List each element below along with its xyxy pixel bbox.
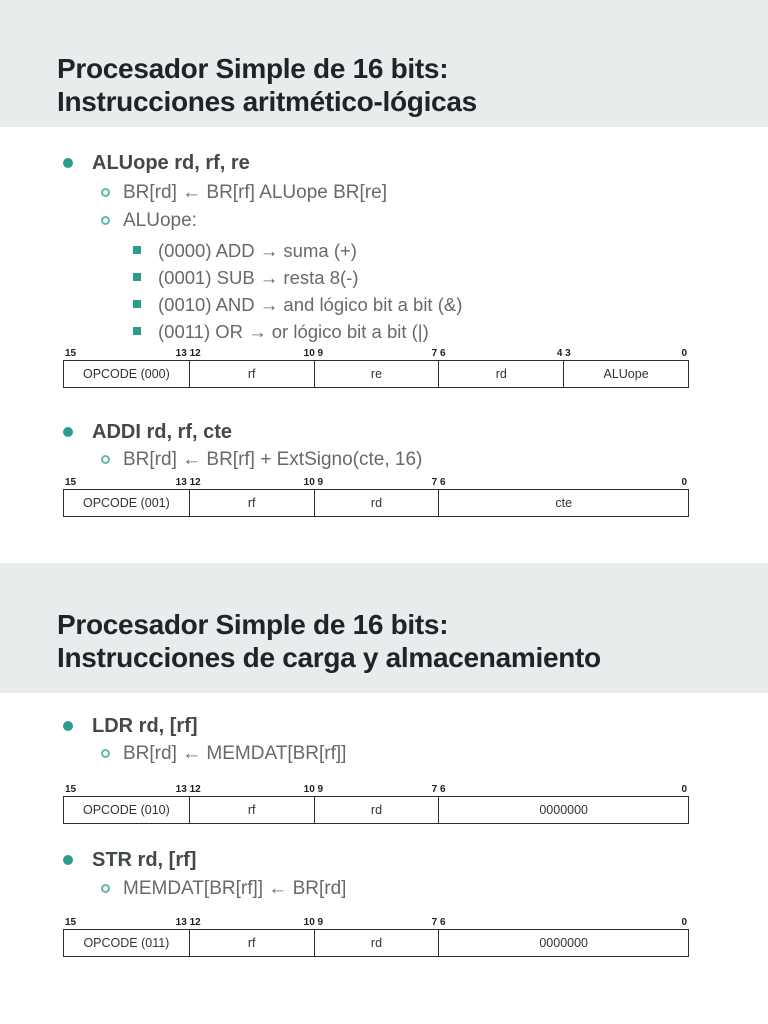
bit-label: 10 9 — [303, 784, 324, 795]
op-and: (0010) AND → and lógico bit a bit (&) — [158, 294, 463, 315]
bullet-circle-icon — [101, 188, 110, 197]
addi-heading: ADDI rd, rf, cte — [92, 421, 233, 443]
bitfield-cells-row: OPCODE (011) rf rd 0000000 — [63, 929, 689, 957]
bullet-circle-icon — [101, 884, 110, 893]
bit-label: 10 9 — [303, 477, 324, 488]
slide2-title-line1: Procesador Simple de 16 bits: — [57, 609, 449, 640]
ldr-heading: LDR rd, [rf] — [92, 715, 198, 737]
bit-label: 10 9 — [303, 348, 324, 359]
field-opcode: OPCODE (011) — [83, 936, 170, 950]
op-sub: (0001) SUB → resta 8(-) — [158, 267, 359, 288]
bit-label: 13 12 — [175, 917, 201, 928]
bullet-square-icon — [133, 246, 141, 254]
field-aluope: ALUope — [563, 361, 688, 387]
bullet-dot-icon — [63, 855, 73, 865]
bullet-str-semantics: MEMDAT[BR[rf]] ← BR[rd] — [101, 876, 768, 902]
field-rf: rf — [188, 797, 314, 823]
aluope-heading: ALUope rd, rf, re — [92, 152, 250, 174]
field-rf: rf — [188, 361, 314, 387]
bit-label: 13 12 — [175, 784, 201, 795]
bit-label: 0 — [681, 348, 687, 359]
field-rd: rd — [313, 930, 439, 956]
bit-labels-row: 15 13 12 10 9 7 6 0 — [63, 916, 689, 928]
slide2-title-line2: Instrucciones de carga y almacenamiento — [57, 642, 601, 673]
bullet-circle-icon — [101, 749, 110, 758]
bit-label: 7 6 — [431, 784, 446, 795]
bullet-aluope-semantics: BR[rd] ← BR[rf] ALUope BR[re] — [101, 180, 768, 206]
bullet-circle-icon — [101, 216, 110, 225]
aluope-semantics: BR[rd] ← BR[rf] ALUope BR[re] — [123, 182, 387, 203]
bullet-square-icon — [133, 327, 141, 335]
field-rf: rf — [188, 930, 314, 956]
bitfield-cells-row: OPCODE (000) rf re rd ALUope — [63, 360, 689, 388]
bullet-op-and: (0010) AND → and lógico bit a bit (&) — [133, 291, 768, 318]
slide-arithmetic-logic: Procesador Simple de 16 bits: Instruccio… — [0, 0, 768, 517]
bit-labels-row: 15 13 12 10 9 7 6 0 — [63, 476, 689, 488]
bullet-addi-semantics: BR[rd] ← BR[rf] + ExtSigno(cte, 16) — [101, 447, 768, 473]
op-or: (0011) OR → or lógico bit a bit (|) — [158, 321, 429, 342]
slide1-header-band: Procesador Simple de 16 bits: Instruccio… — [0, 0, 768, 127]
bullet-aluope-label: ALUope: — [101, 208, 768, 234]
bit-label: 13 12 — [175, 348, 201, 359]
bullet-dot-icon — [63, 721, 73, 731]
field-rd: rd — [313, 797, 439, 823]
slide2-header-band: Procesador Simple de 16 bits: Instruccio… — [0, 563, 768, 693]
bullet-op-add: (0000) ADD → suma (+) — [133, 237, 768, 264]
bit-label: 7 6 — [431, 477, 446, 488]
str-semantics: MEMDAT[BR[rf]] ← BR[rd] — [123, 878, 347, 899]
bit-label: 0 — [681, 917, 687, 928]
bullet-ldr: LDR rd, [rf] — [63, 713, 768, 739]
field-cte: cte — [438, 490, 688, 516]
bullet-addi: ADDI rd, rf, cte — [63, 419, 768, 445]
ldr-semantics: BR[rd] ← MEMDAT[BR[rf]] — [123, 743, 347, 764]
field-rd: rd — [313, 490, 439, 516]
field-zeros: 0000000 — [438, 797, 688, 823]
slide-load-store: Procesador Simple de 16 bits: Instruccio… — [0, 563, 768, 957]
bullet-op-sub: (0001) SUB → resta 8(-) — [133, 264, 768, 291]
field-zeros: 0000000 — [438, 930, 688, 956]
field-rd: rd — [438, 361, 563, 387]
bit-label: 0 — [681, 477, 687, 488]
bitfield-table-str: 15 13 12 10 9 7 6 0 OPCODE (011) rf rd 0… — [63, 916, 689, 957]
bullet-ldr-semantics: BR[rd] ← MEMDAT[BR[rf]] — [101, 741, 768, 767]
op-add: (0000) ADD → suma (+) — [158, 240, 357, 261]
bitfield-table-ldr: 15 13 12 10 9 7 6 0 OPCODE (010) rf rd 0… — [63, 783, 689, 824]
field-rf: rf — [188, 490, 314, 516]
bit-label: 15 — [65, 348, 77, 359]
bitfield-table-aluope: 15 13 12 10 9 7 6 4 3 0 OPCODE (000) rf … — [63, 347, 689, 388]
bullet-dot-icon — [63, 427, 73, 437]
field-opcode: OPCODE (001) — [82, 496, 170, 510]
bit-label: 15 — [65, 477, 77, 488]
slide1-title-line1: Procesador Simple de 16 bits: — [57, 53, 449, 84]
bullet-square-icon — [133, 300, 141, 308]
bitfield-table-addi: 15 13 12 10 9 7 6 0 OPCODE (001) rf rd c… — [63, 476, 689, 517]
bitfield-cells-row: OPCODE (010) rf rd 0000000 — [63, 796, 689, 824]
bit-label: 7 6 — [431, 348, 446, 359]
bullet-circle-icon — [101, 455, 110, 464]
slide1-title-line2: Instrucciones aritmético-lógicas — [57, 86, 477, 117]
field-re: re — [313, 361, 439, 387]
aluope-label: ALUope: — [123, 210, 197, 231]
bit-label: 15 — [65, 784, 77, 795]
bitfield-cells-row: OPCODE (001) rf rd cte — [63, 489, 689, 517]
str-heading: STR rd, [rf] — [92, 849, 197, 871]
field-opcode: OPCODE (000) — [82, 367, 170, 381]
bit-label: 7 6 — [431, 917, 446, 928]
bit-label: 13 12 — [175, 477, 201, 488]
slide2-title: Procesador Simple de 16 bits: Instruccio… — [57, 608, 748, 674]
bullet-op-or: (0011) OR → or lógico bit a bit (|) — [133, 318, 768, 345]
bit-labels-row: 15 13 12 10 9 7 6 0 — [63, 783, 689, 795]
bit-label: 10 9 — [303, 917, 324, 928]
field-opcode: OPCODE (010) — [82, 803, 170, 817]
bit-labels-row: 15 13 12 10 9 7 6 4 3 0 — [63, 347, 689, 359]
bit-label: 4 3 — [556, 348, 571, 359]
bit-label: 0 — [681, 784, 687, 795]
bullet-square-icon — [133, 273, 141, 281]
addi-semantics: BR[rd] ← BR[rf] + ExtSigno(cte, 16) — [123, 449, 423, 470]
slide1-title: Procesador Simple de 16 bits: Instruccio… — [57, 52, 748, 118]
bullet-str: STR rd, [rf] — [63, 847, 768, 873]
bullet-aluope: ALUope rd, rf, re — [63, 150, 768, 176]
bit-label: 15 — [65, 917, 77, 928]
bullet-dot-icon — [63, 158, 73, 168]
